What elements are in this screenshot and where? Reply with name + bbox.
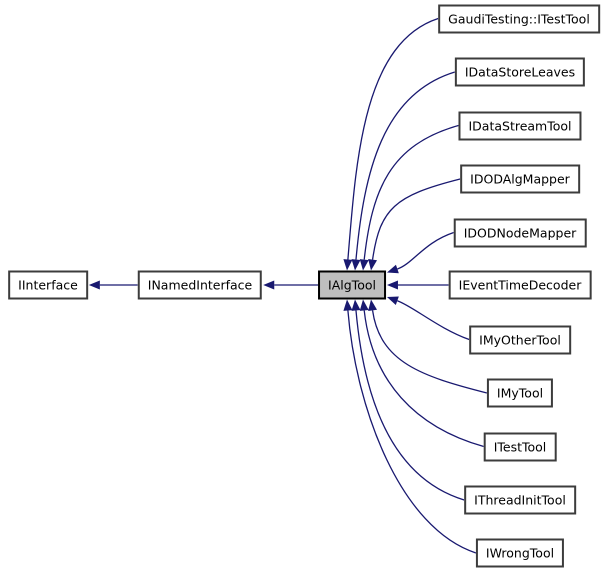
node-INamedInterface[interactable]: INamedInterface [137,270,263,300]
node-IDataStreamTool[interactable]: IDataStreamTool [458,111,582,140]
edge-IDataStoreLeaves-to-IAlgTool [355,71,456,260]
node-IDataStoreLeaves[interactable]: IDataStoreLeaves [454,57,586,87]
node-IAlgTool-current: IAlgTool [318,270,386,300]
arrowhead-INamedInterface-to-IInterface [88,280,100,290]
arrowhead-IMyTool-to-IAlgTool [368,299,378,312]
node-IWrongTool[interactable]: IWrongTool [475,538,565,568]
edge-IDataStreamTool-to-IAlgTool [363,124,459,260]
node-IDODNodeMapper[interactable]: IDODNodeMapper [453,218,587,247]
arrowhead-IWrongTool-to-IAlgTool [343,299,353,311]
arrowhead-IThreadInitTool-to-IAlgTool [351,299,361,311]
node-IEventTimeDecoder[interactable]: IEventTimeDecoder [448,270,592,300]
arrowhead-IAlgTool-to-INamedInterface [263,280,275,290]
node-IInterface[interactable]: IInterface [8,270,88,300]
edge-GaudiTestingITestTool-to-IAlgTool [347,17,439,260]
node-GaudiTestingITestTool[interactable]: GaudiTesting::ITestTool [438,4,600,33]
node-IDODAlgMapper[interactable]: IDODAlgMapper [460,164,580,194]
node-ITestTool[interactable]: ITestTool [483,432,557,461]
node-IMyOtherTool[interactable]: IMyOtherTool [469,325,571,354]
edge-IMyOtherTool-to-IAlgTool [397,300,470,341]
arrowhead-IDODAlgMapper-to-IAlgTool [368,258,378,271]
arrowhead-GaudiTestingITestTool-to-IAlgTool [343,259,353,271]
edge-ITestTool-to-IAlgTool [363,310,484,448]
edge-IDODNodeMapper-to-IAlgTool [397,231,454,270]
arrowhead-IEventTimeDecoder-to-IAlgTool [386,280,398,290]
edge-IWrongTool-to-IAlgTool [347,310,477,554]
edge-IDODAlgMapper-to-IAlgTool [371,178,461,260]
arrowhead-IDataStoreLeaves-to-IAlgTool [351,259,361,271]
edge-IMyTool-to-IAlgTool [371,310,488,394]
arrowhead-IDataStreamTool-to-IAlgTool [359,259,369,271]
node-IMyTool[interactable]: IMyTool [486,378,554,408]
arrowhead-ITestTool-to-IAlgTool [359,299,369,311]
arrowhead-IMyOtherTool-to-IAlgTool [386,296,399,305]
arrowhead-IDODNodeMapper-to-IAlgTool [386,264,399,274]
edge-IThreadInitTool-to-IAlgTool [355,310,465,501]
node-IThreadInitTool[interactable]: IThreadInitTool [464,485,576,515]
